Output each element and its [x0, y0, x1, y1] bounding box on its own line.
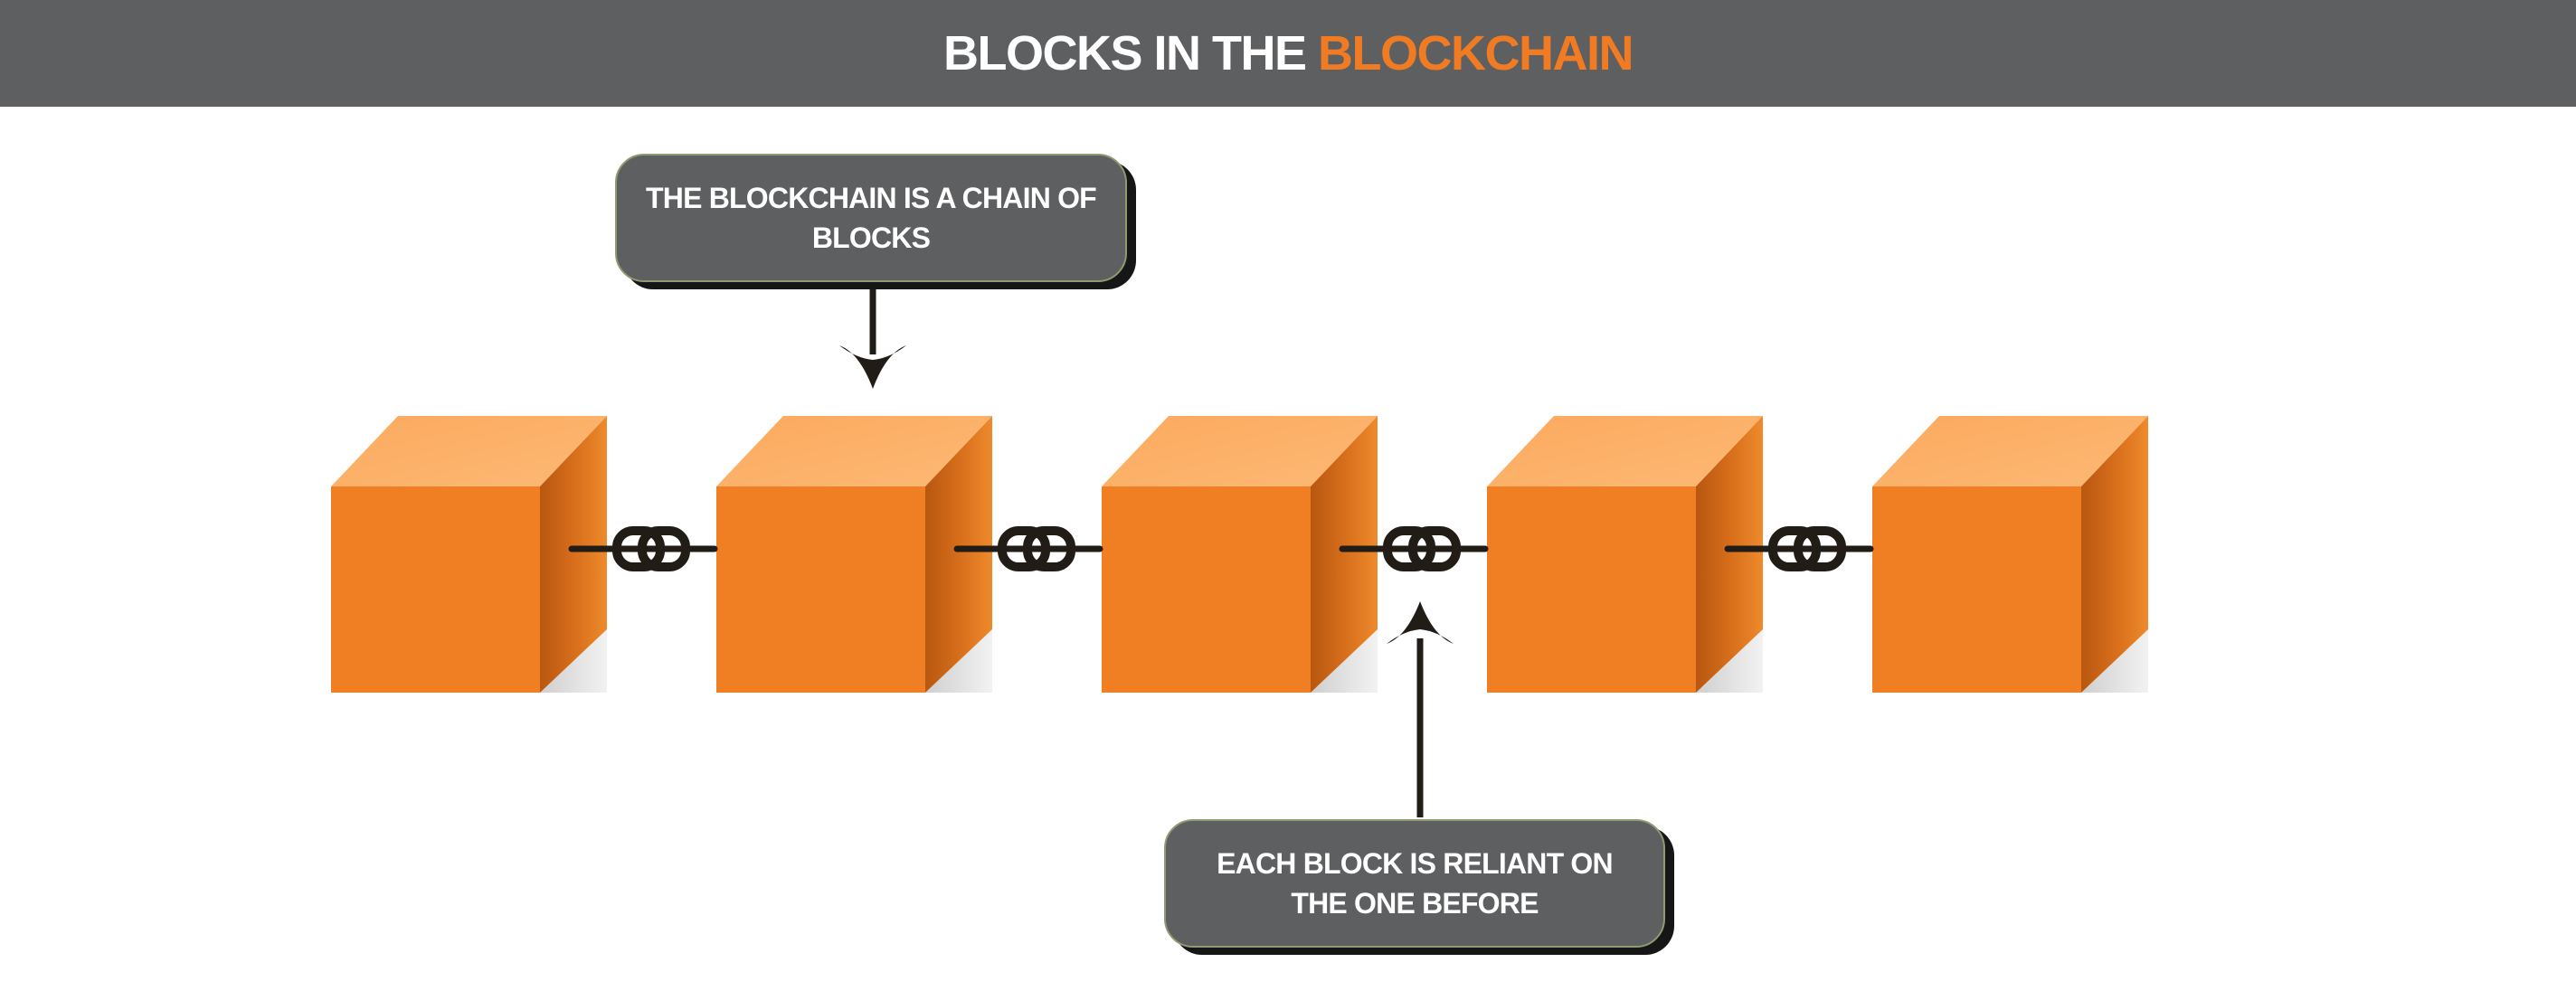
page-title: BLOCKS IN THE BLOCKCHAIN [943, 25, 1634, 81]
block-cube [1872, 416, 2148, 693]
title-bar: BLOCKS IN THE BLOCKCHAIN [0, 0, 2576, 107]
block-side-face [1696, 416, 1763, 693]
title-prefix: BLOCKS IN THE [943, 26, 1319, 80]
block-cube [716, 416, 992, 693]
block-cube [331, 416, 607, 693]
block-side-face [2081, 416, 2148, 693]
block-front-face [1102, 486, 1311, 693]
block-front-face [1487, 486, 1696, 693]
block-front-face [331, 486, 540, 693]
block-top-face [716, 416, 992, 486]
block-top-face [1487, 416, 1763, 486]
block-top-face [331, 416, 607, 486]
block-side-face [1311, 416, 1378, 693]
arrow-up-icon [1387, 601, 1454, 817]
chain-link-icon [568, 526, 718, 571]
block-side-face [925, 416, 992, 693]
links-layer [568, 526, 1874, 571]
callout-reliant-block: EACH BLOCK IS RELIANT ON THE ONE BEFORE [1164, 819, 1665, 948]
block-cube [1487, 416, 1763, 693]
block-side-face [540, 416, 607, 693]
title-accent: BLOCKCHAIN [1318, 26, 1634, 80]
block-top-face [1872, 416, 2148, 486]
block-front-face [1872, 486, 2081, 693]
chain-link-icon [953, 526, 1103, 571]
chain-link-icon [1339, 526, 1489, 571]
arrow-down-icon [839, 288, 906, 389]
chain-link-icon [1724, 526, 1874, 571]
block-front-face [716, 486, 925, 693]
blocks-layer [331, 416, 2148, 693]
callout-chain-of-blocks: THE BLOCKCHAIN IS A CHAIN OF BLOCKS [615, 154, 1127, 282]
callout-reliant-text: EACH BLOCK IS RELIANT ON THE ONE BEFORE [1217, 847, 1614, 920]
block-cube [1102, 416, 1378, 693]
callout-chain-text: THE BLOCKCHAIN IS A CHAIN OF BLOCKS [646, 182, 1097, 254]
block-top-face [1102, 416, 1378, 486]
